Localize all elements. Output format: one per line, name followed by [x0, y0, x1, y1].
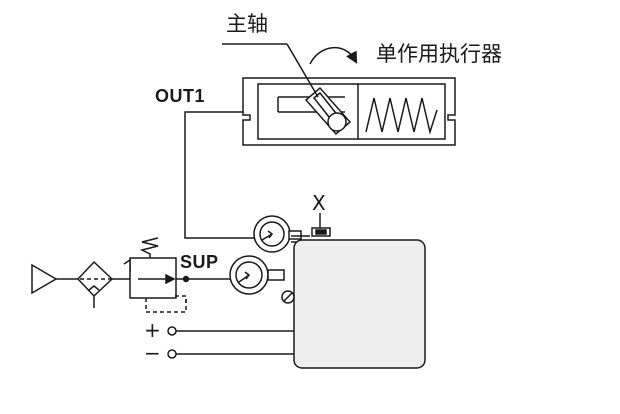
out1-pipe: [184, 111, 254, 239]
main-shaft-linkage: [304, 86, 352, 136]
out1-label: OUT1: [155, 86, 206, 106]
positioner-unit: [293, 239, 426, 369]
sup-junction: [182, 275, 190, 283]
exhaust-mark: X: [312, 191, 326, 215]
out1-pressure-gauge-icon: [253, 215, 302, 253]
actuator-spring-icon: [365, 97, 438, 135]
exhaust-port: [311, 213, 331, 237]
minus-label: −: [144, 341, 161, 365]
filter-regulator-icon: [76, 260, 114, 308]
air-source-icon: [31, 263, 58, 295]
actuator-body: [242, 77, 456, 146]
plus-terminal: [167, 326, 294, 336]
positioner-screw-icon: [281, 290, 295, 304]
sup-pressure-gauge-icon: [229, 255, 285, 295]
single-acting-actuator-label: 单作用执行器: [376, 42, 502, 66]
regulator-valve: [123, 237, 187, 313]
rotation-arrow-icon: [309, 46, 358, 65]
sup-label: SUP: [180, 252, 219, 272]
main-shaft-label: 主轴: [226, 12, 268, 36]
minus-terminal: [167, 349, 294, 359]
plus-label: +: [144, 318, 161, 342]
regulator-spring-icon: [139, 237, 159, 258]
